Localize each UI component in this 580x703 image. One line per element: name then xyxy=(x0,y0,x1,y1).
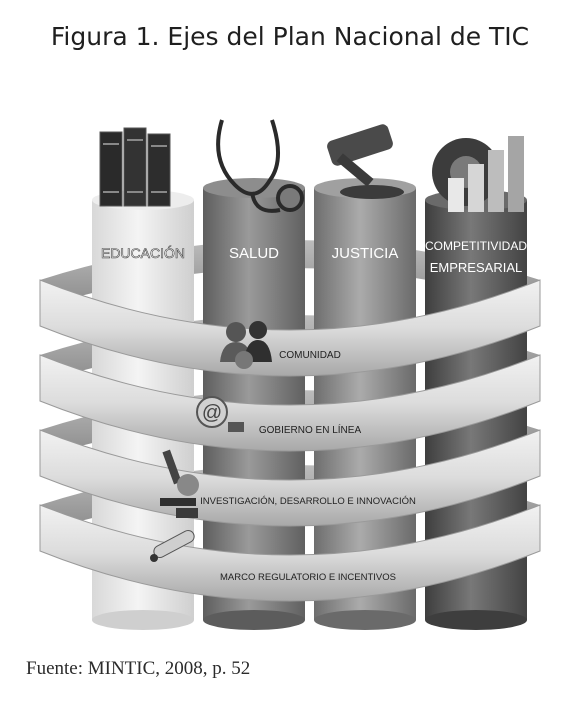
ict-plan-axes-diagram: EDUCACIÓN SALUD JUSTICIA COMPETITIVIDAD … xyxy=(39,119,541,630)
pillar-label-salud: SALUD xyxy=(229,245,279,262)
ring-label-marco: MARCO REGULATORIO E INCENTIVOS xyxy=(220,572,396,583)
figure-title: Figura 1. Ejes del Plan Nacional de TIC xyxy=(50,22,530,51)
ring-label-comunidad: COMUNIDAD xyxy=(279,350,341,361)
pillar-label-competitividad-1: COMPETITIVIDAD xyxy=(425,239,527,253)
pillar-label-educacion: EDUCACIÓN xyxy=(101,245,185,261)
ring-marco xyxy=(39,504,541,602)
microscope-icon xyxy=(160,449,199,518)
pillar-label-justicia: JUSTICIA xyxy=(332,245,399,262)
at-sign-icon: @ xyxy=(196,396,244,432)
figure-source: Fuente: MINTIC, 2008, p. 52 xyxy=(26,658,251,679)
stethoscope-icon xyxy=(216,119,304,213)
ring-label-gobierno: GOBIERNO EN LÍNEA xyxy=(259,423,362,436)
ring-comunidad xyxy=(39,279,541,377)
svg-text:@: @ xyxy=(202,402,222,424)
pillar-label-competitividad-2: EMPRESARIAL xyxy=(430,260,522,275)
gear-chart-icon xyxy=(432,136,524,212)
gavel-icon xyxy=(327,124,404,199)
scroll-icon xyxy=(150,529,195,562)
people-icon xyxy=(220,321,272,369)
ring-label-investigacion: INVESTIGACIÓN, DESARROLLO E INNOVACIÓN xyxy=(200,496,416,507)
books-icon xyxy=(99,127,171,207)
